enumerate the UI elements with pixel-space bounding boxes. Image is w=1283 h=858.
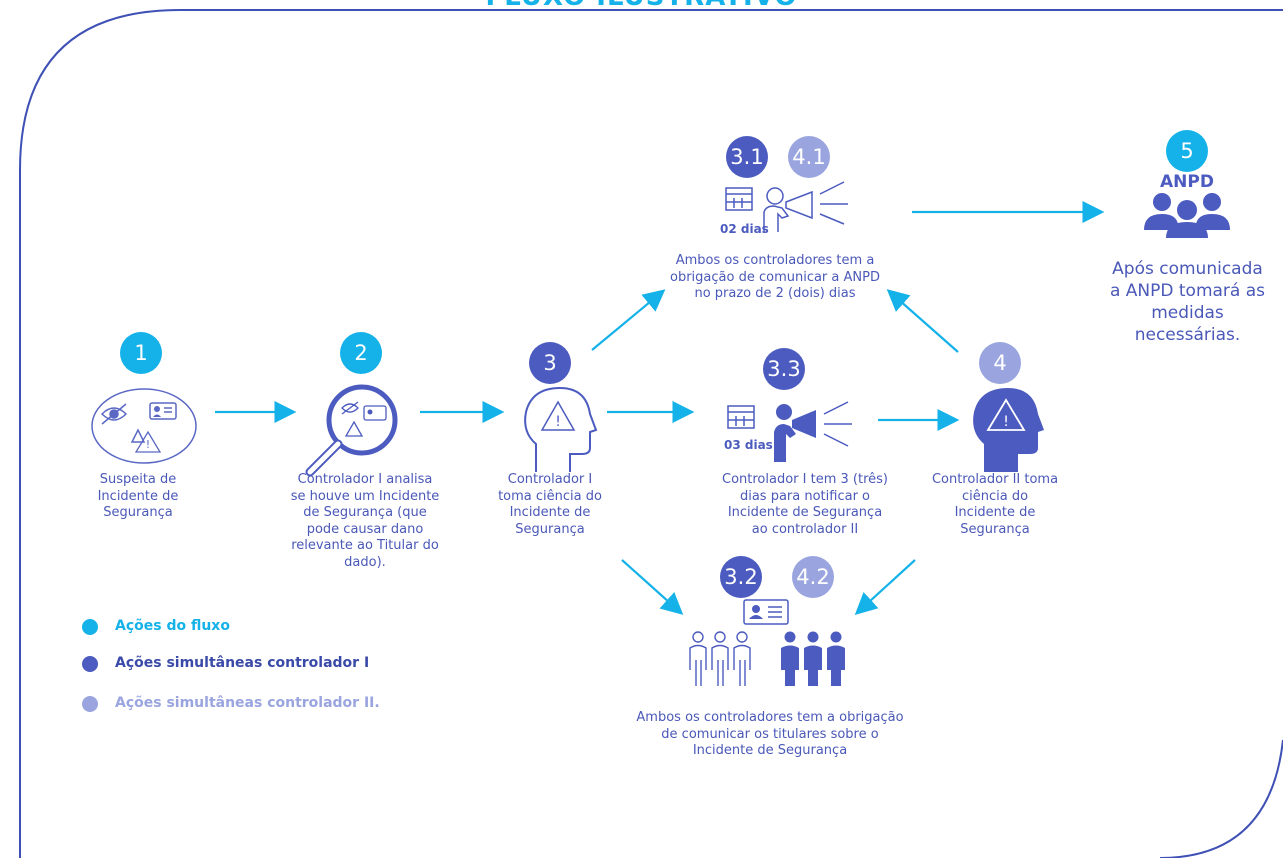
step-2-badge: 2	[340, 332, 382, 374]
svg-text:!: !	[1003, 414, 1009, 430]
arrow-4-31	[886, 289, 959, 353]
step-3-3-badge: 3.3	[763, 348, 805, 390]
head-alert-icon: !	[524, 386, 598, 472]
legend-dot-controller-2	[82, 696, 98, 712]
data-subjects-outline-icon	[689, 631, 751, 686]
step-3-3-label: Controlador I tem 3 (três) dias para not…	[722, 472, 888, 537]
id-card-icon	[743, 599, 789, 625]
arrow-4-32	[854, 559, 916, 615]
anpd-group-icon	[1144, 193, 1230, 238]
svg-text:!: !	[146, 438, 150, 451]
megaphone-calendar-filled-icon	[727, 401, 852, 462]
step-4-label: Controlador II toma ciência do Incidente…	[931, 472, 1059, 537]
step-4-badge: 4	[979, 342, 1021, 384]
step-4-2-badge: 4.2	[792, 556, 834, 598]
legend-dot-controller-1	[82, 656, 98, 672]
arrow-3-32	[621, 559, 684, 615]
days-label-2: 02 dias	[720, 222, 769, 236]
data-subjects-filled-icon	[781, 631, 845, 686]
step-3-1-label: Ambos os controladores tem a obrigação d…	[670, 253, 880, 301]
anpd-label: ANPD	[1160, 172, 1214, 192]
step-3-label: Controlador I toma ciência do Incidente …	[498, 472, 602, 537]
arrow-3-31	[591, 289, 666, 351]
step-2-label: Controlador I analisa se houve um Incide…	[290, 472, 440, 570]
legend-controller-2-label: Ações simultâneas controlador II.	[115, 695, 380, 711]
step-5-label: Após comunicada a ANPD tomará as medidas…	[1109, 259, 1266, 345]
magnifier-icon	[305, 384, 398, 477]
legend-controller-1-label: Ações simultâneas controlador I	[115, 655, 370, 671]
head-alert-filled-icon: !	[973, 388, 1044, 472]
step-3-2-badge: 3.2	[720, 556, 762, 598]
megaphone-calendar-icon	[725, 181, 848, 232]
step-3-2-label: Ambos os controladores tem a obrigação d…	[636, 710, 904, 758]
step-4-1-badge: 4.1	[788, 136, 830, 178]
step-1-label: Suspeita de Incidente de Segurança	[97, 472, 179, 520]
step-3-1-badge: 3.1	[726, 136, 768, 178]
svg-text:!: !	[555, 414, 561, 430]
days-label-3: 03 dias	[724, 438, 773, 452]
legend-dot-flow	[82, 619, 98, 635]
legend-flow-label: Ações do fluxo	[115, 618, 230, 634]
step-5-badge: 5	[1166, 130, 1208, 172]
step-3-badge: 3	[529, 342, 571, 384]
suspicion-icon: !	[91, 388, 197, 464]
step-1-badge: 1	[120, 332, 162, 374]
